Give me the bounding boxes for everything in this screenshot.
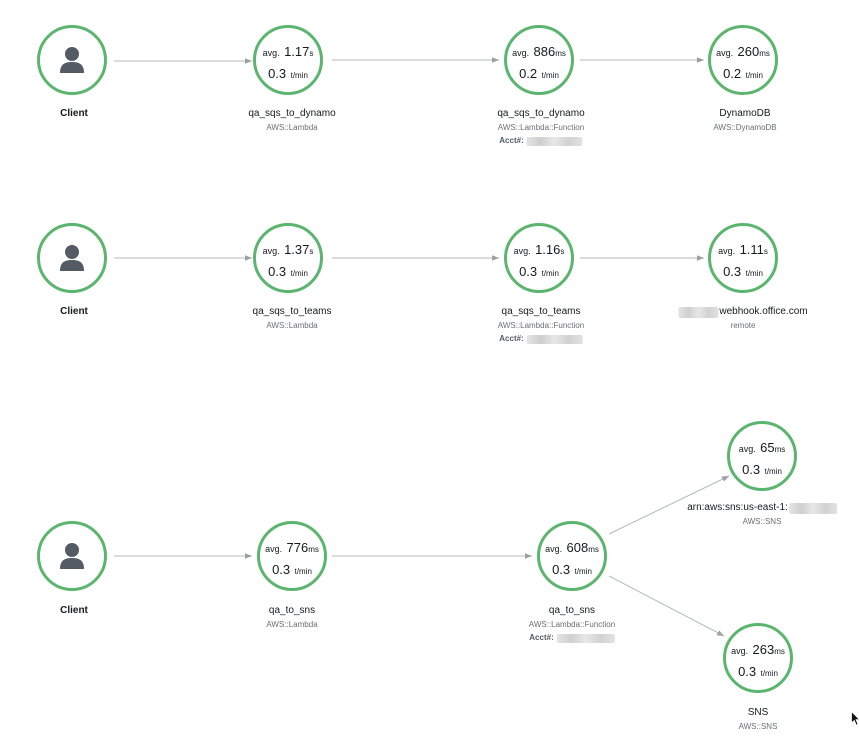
client-label: Client [60, 605, 88, 616]
edge-function-to-sns-arn [608, 475, 730, 535]
redacted-account [526, 334, 583, 344]
redacted-host [678, 306, 719, 318]
service-label: DynamoDB AWS::DynamoDB [713, 108, 777, 132]
user-icon [60, 47, 84, 73]
service-node[interactable]: avg. 1.17s 0.3 t/min [253, 25, 323, 95]
service-label: qa_sqs_to_teams AWS::Lambda::Function Ac… [497, 306, 585, 344]
user-icon [60, 543, 84, 569]
client-label: Client [60, 306, 88, 317]
service-node[interactable]: avg. 608ms 0.3 t/min [537, 521, 607, 591]
service-node[interactable]: avg. 776ms 0.3 t/min [257, 521, 327, 591]
service-node[interactable]: avg. 1.37s 0.3 t/min [253, 223, 323, 293]
service-label: qa_sqs_to_dynamo AWS::Lambda [248, 108, 336, 132]
service-label: arn:aws:sns:us-east-1: AWS::SNS [687, 502, 837, 527]
service-node[interactable]: avg. 65ms 0.3 t/min [727, 421, 797, 491]
service-node[interactable]: avg. 260ms 0.2 t/min [708, 25, 778, 95]
service-label: SNS AWS::SNS [738, 707, 778, 731]
service-label: webhook.office.com remote [678, 306, 808, 331]
client-node[interactable] [37, 521, 107, 591]
client-label: Client [60, 108, 88, 119]
service-label: qa_sqs_to_dynamo AWS::Lambda::Function A… [497, 108, 585, 146]
redacted-account [556, 633, 615, 643]
client-node[interactable] [37, 25, 107, 95]
client-node[interactable] [37, 223, 107, 293]
redacted-account [788, 502, 837, 514]
edge-function-to-sns [608, 575, 725, 637]
service-label: qa_to_sns AWS::Lambda::Function Acct#: [528, 605, 616, 643]
service-node[interactable]: avg. 263ms 0.3 t/min [723, 623, 793, 693]
user-icon [60, 245, 84, 271]
service-node[interactable]: avg. 886ms 0.2 t/min [504, 25, 574, 95]
service-label: qa_to_sns AWS::Lambda [266, 605, 318, 629]
service-node[interactable]: avg. 1.16s 0.3 t/min [504, 223, 574, 293]
service-node[interactable]: avg. 1.11s 0.3 t/min [708, 223, 778, 293]
mouse-cursor-icon [851, 711, 859, 726]
redacted-account [526, 136, 583, 146]
service-label: qa_sqs_to_teams AWS::Lambda [252, 306, 332, 330]
